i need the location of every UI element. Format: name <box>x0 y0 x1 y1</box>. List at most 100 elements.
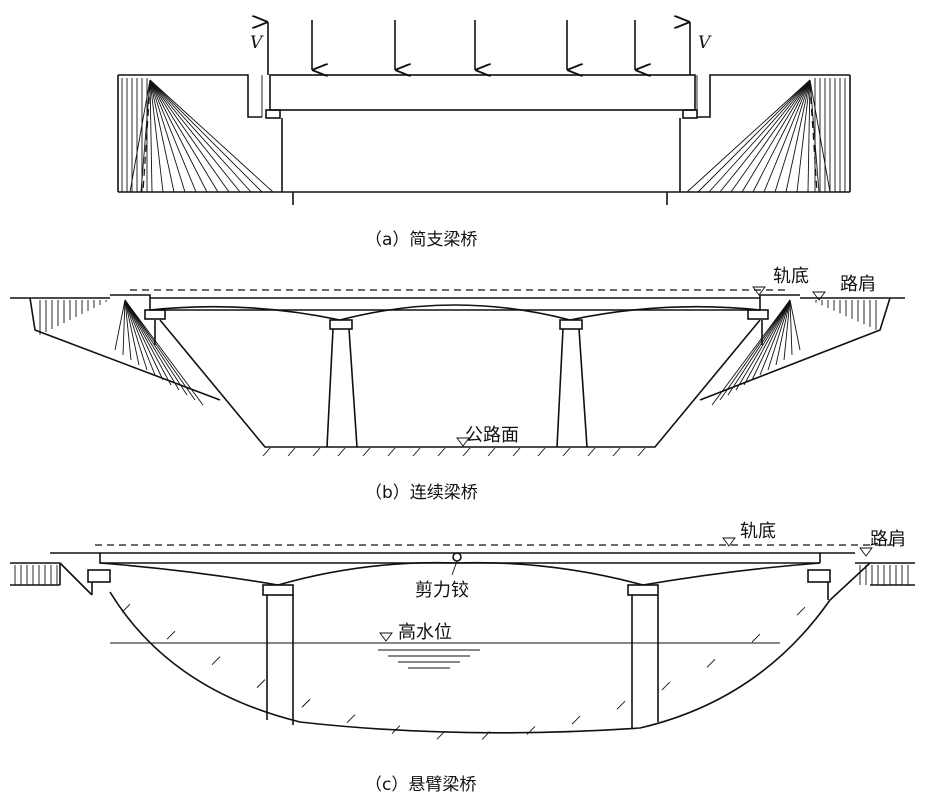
hatch-line <box>751 633 761 643</box>
pier-cap <box>627 584 659 596</box>
hatch-line <box>774 79 811 193</box>
hatch-line <box>149 79 219 193</box>
hatch-line <box>789 299 801 351</box>
hatch-line <box>708 79 811 193</box>
hatch-line <box>346 714 356 724</box>
hatch-line <box>166 630 176 640</box>
hatch-line <box>785 79 811 193</box>
hatch-line <box>719 79 811 193</box>
hatch-line <box>571 715 581 725</box>
reaction-label-right: V <box>698 33 712 53</box>
hatch-line <box>211 656 221 665</box>
shear-hinge[interactable] <box>452 552 462 562</box>
hatch-line <box>587 447 596 457</box>
bearing-left <box>265 109 281 119</box>
hatch-line <box>735 299 791 391</box>
left-slope <box>59 562 93 596</box>
hatch-line <box>436 730 446 740</box>
hatch-line <box>124 299 156 376</box>
hatch-line <box>616 700 626 710</box>
hatch-line <box>751 299 791 381</box>
road-surface-label: 公路面 <box>465 425 519 446</box>
hatch-line <box>706 659 716 668</box>
hatch-line <box>124 299 204 406</box>
piers <box>326 328 588 448</box>
hatch-line <box>124 299 196 401</box>
hatch-line <box>149 79 274 193</box>
hatch-line <box>287 447 296 457</box>
hatch-line <box>743 299 791 386</box>
simply-supported-bridge: V V （a）简支梁桥 <box>117 20 851 250</box>
hatch-line <box>124 299 148 371</box>
ground-hatching <box>14 565 909 740</box>
hatch-line <box>686 79 811 193</box>
hatch-line <box>262 447 271 457</box>
hatch-line <box>741 79 811 193</box>
hatch-line <box>122 299 126 356</box>
hatch-line <box>719 299 791 401</box>
hatch-line <box>767 299 791 371</box>
load-arrows <box>268 20 691 75</box>
ground-line <box>10 562 915 586</box>
hatch-line <box>149 79 252 193</box>
deck-ends <box>261 75 698 117</box>
rail-base-label: 轨底 <box>740 521 776 542</box>
caption-a: （a）简支梁桥 <box>365 230 477 250</box>
hatch-line <box>149 79 164 193</box>
hatch-line <box>121 603 131 613</box>
hatch-line <box>783 299 791 361</box>
girder-soffit <box>149 304 761 321</box>
hatch-line <box>526 726 536 735</box>
hatch-line <box>807 79 811 193</box>
hatch-line <box>481 731 491 740</box>
water-ripples <box>378 649 480 669</box>
valley-profile <box>91 562 871 734</box>
hatch-line <box>312 447 321 457</box>
continuous-bridge: 轨底 路肩 公路面 （b）连续梁桥 <box>10 266 905 503</box>
pier-cap <box>329 319 353 330</box>
bearing <box>807 569 831 583</box>
hatch-line <box>661 681 671 691</box>
dashed-guides <box>142 84 818 193</box>
abutment-outline <box>118 74 850 118</box>
shear-hinge-label: 剪力铰 <box>415 580 469 601</box>
high-water-label: 高水位 <box>398 622 452 643</box>
caption-c: （c）悬臂梁桥 <box>365 775 476 795</box>
hatch-line <box>789 299 793 356</box>
caption-b: （b）连续梁桥 <box>365 483 478 503</box>
hatch-line <box>562 447 571 457</box>
hatch-line <box>752 79 811 193</box>
hatch-line <box>727 299 791 396</box>
shoulder-label: 路肩 <box>840 274 876 295</box>
level-markers <box>456 286 826 447</box>
hatch-line <box>124 299 180 391</box>
hatch-line <box>759 299 791 376</box>
outer-slopes <box>29 297 891 401</box>
pier-cap <box>262 584 294 596</box>
hatch-line <box>763 79 811 193</box>
hatch-line <box>711 299 791 406</box>
bearing-right <box>682 109 698 119</box>
hatch-line <box>124 299 188 396</box>
hatch-line <box>437 447 446 457</box>
hinge-leader <box>451 560 458 576</box>
piers <box>266 595 659 728</box>
level-markers <box>379 537 873 642</box>
hatch-line <box>337 447 346 457</box>
hatch-line <box>149 79 241 193</box>
hatch-line <box>362 447 371 457</box>
hatch-line <box>149 79 153 193</box>
pier-cap <box>559 319 583 330</box>
deck-slab <box>269 74 696 111</box>
hatch-line <box>387 447 396 457</box>
bearing <box>144 309 166 320</box>
hatch-line <box>149 79 263 193</box>
hatch-line <box>124 299 164 381</box>
hatch-line <box>462 447 471 457</box>
hatch-line <box>697 79 811 193</box>
hatch-line <box>301 698 311 708</box>
hatch-line <box>124 299 132 361</box>
cantilever-bridge: 轨底 路肩 剪力铰 高水位 （c）悬臂梁桥 <box>10 521 915 795</box>
hatch-line <box>149 79 197 193</box>
